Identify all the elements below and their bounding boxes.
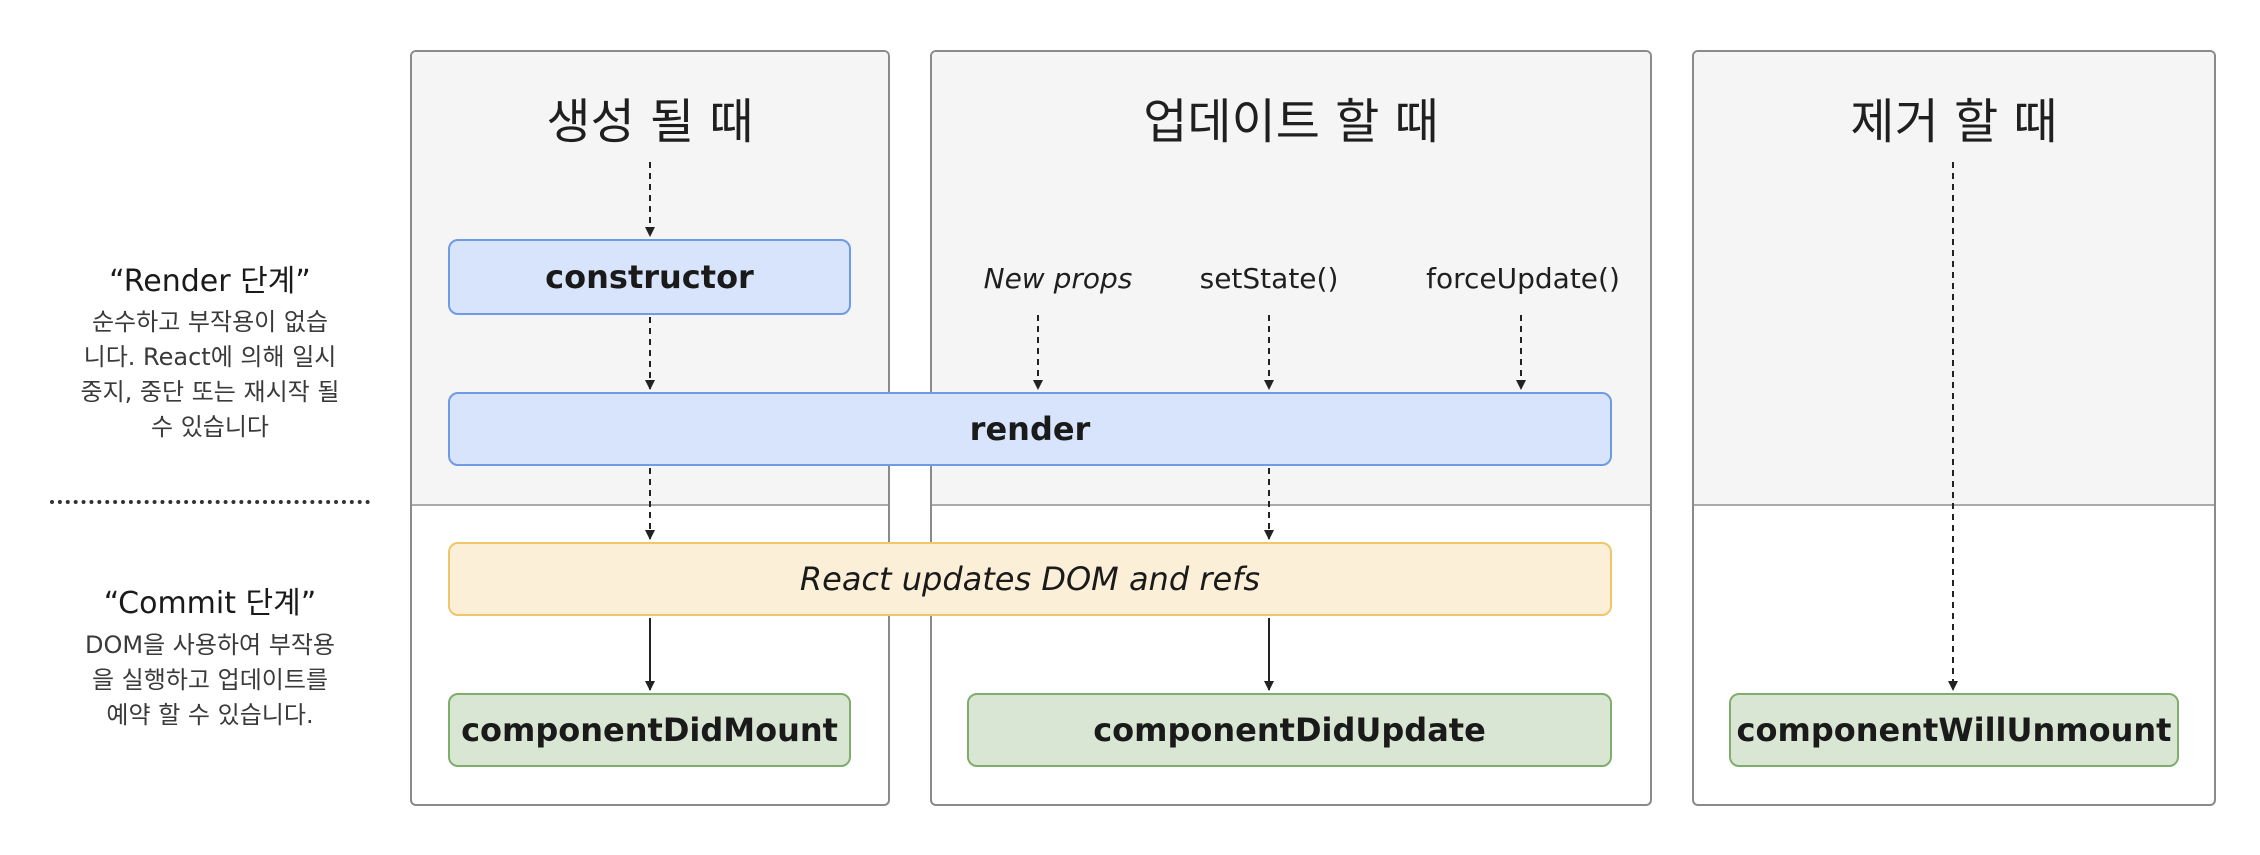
commit-phase-description-line: DOM을 사용하여 부작용 <box>85 631 335 659</box>
component-did-mount-box: componentDidMount <box>448 693 851 767</box>
phase-separator <box>50 500 370 504</box>
render-phase-description-line: 중지, 중단 또는 재시작 될 <box>80 378 340 406</box>
component-did-update-box: componentDidUpdate <box>967 693 1612 767</box>
component-did-update-label: componentDidUpdate <box>1093 711 1486 749</box>
constructor-box: constructor <box>448 239 851 315</box>
updating-column-title: 업데이트 할 때 <box>1143 94 1439 150</box>
render-label: render <box>969 410 1091 448</box>
component-will-unmount-box: componentWillUnmount <box>1729 693 2179 767</box>
component-will-unmount-label: componentWillUnmount <box>1736 711 2172 749</box>
commit-phase-description: DOM을 사용하여 부작용 을 실행하고 업데이트를 예약 할 수 있습니다. <box>60 628 360 733</box>
mounting-column-title: 생성 될 때 <box>546 94 754 150</box>
set-state-trigger: setState() <box>1199 262 1339 295</box>
constructor-label: constructor <box>545 258 754 296</box>
commit-phase-description-line: 예약 할 수 있습니다. <box>106 701 314 729</box>
commit-phase-title: “Commit 단계” <box>103 586 317 621</box>
render-box: render <box>448 392 1612 466</box>
force-update-trigger: forceUpdate() <box>1426 262 1620 295</box>
render-phase-title: “Render 단계” <box>109 264 311 299</box>
new-props-trigger: New props <box>983 262 1133 295</box>
render-phase-description-line: 수 있습니다 <box>150 413 270 441</box>
render-phase-description-line: 니다. React에 의해 일시 <box>83 343 337 371</box>
react-updates-dom-box: React updates DOM and refs <box>448 542 1612 616</box>
render-phase-description: 순수하고 부작용이 없습 니다. React에 의해 일시 중지, 중단 또는 … <box>60 305 360 445</box>
render-phase-description-line: 순수하고 부작용이 없습 <box>91 308 329 336</box>
commit-phase-description-line: 을 실행하고 업데이트를 <box>91 666 329 694</box>
component-did-mount-label: componentDidMount <box>461 711 838 749</box>
unmounting-column-title: 제거 할 때 <box>1850 94 2058 150</box>
react-updates-dom-label: React updates DOM and refs <box>799 560 1261 598</box>
